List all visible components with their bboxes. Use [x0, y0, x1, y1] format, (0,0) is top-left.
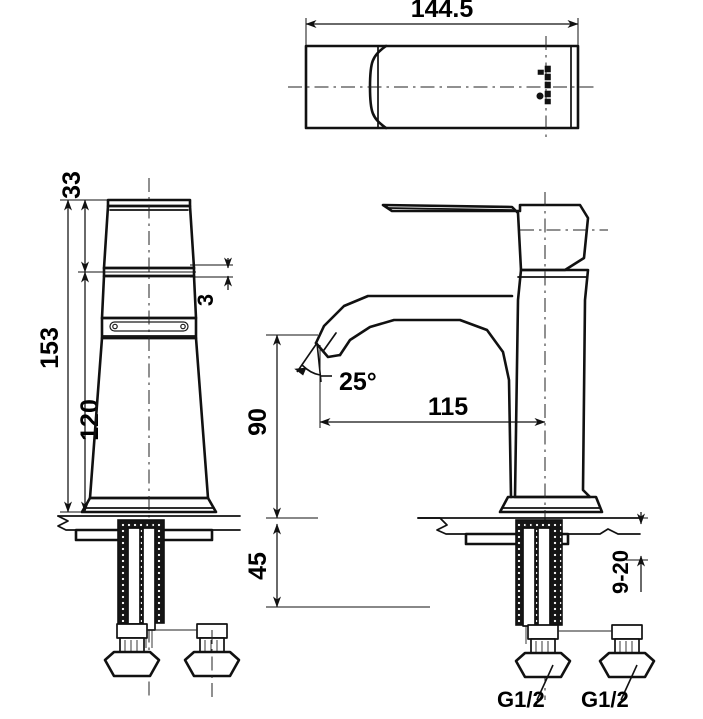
dim-overall-height-text: 153	[36, 327, 64, 369]
dimension-spout-angle: 25°	[294, 342, 377, 396]
front-elevation-view: 33 153 120 3	[36, 171, 241, 700]
dim-spout-offset-text: 3	[193, 294, 218, 306]
side-body-outline	[513, 268, 592, 499]
callout-thread-left-text: G1/2	[497, 687, 545, 712]
side-supply-connector-right	[598, 624, 656, 679]
front-shank-threaded-body	[117, 519, 165, 624]
front-hose-right	[142, 527, 156, 631]
dimension-overall-height: 153	[36, 199, 100, 513]
side-lever-outline	[381, 203, 590, 272]
dimension-spout-height: 90	[244, 334, 318, 519]
side-left-connector-nut	[514, 651, 572, 679]
top-view-body-outline	[304, 44, 580, 130]
callout-thread-right-text: G1/2	[581, 687, 629, 712]
dim-spout-reach-text: 115	[428, 393, 468, 421]
front-left-connector-nut	[103, 650, 161, 678]
dim-body-height-text: 120	[76, 399, 104, 441]
dim-spout-height-text: 90	[244, 408, 272, 436]
dimension-below-deck: 45	[244, 523, 430, 608]
front-deck-washer	[74, 528, 214, 542]
dim-handle-height-text: 33	[58, 171, 86, 199]
dimension-body-height: 120	[76, 271, 104, 513]
side-right-connector-nut	[598, 651, 656, 679]
side-spout-upper-profile	[314, 294, 514, 345]
dimension-deck-thickness: 9-20	[608, 512, 648, 594]
side-faucet-body	[498, 268, 604, 514]
side-supply-connector-left	[514, 624, 572, 679]
dim-below-deck-text: 45	[244, 552, 272, 580]
side-spout-lower-profile	[338, 318, 513, 499]
dim-spout-angle-text: 25°	[339, 368, 377, 396]
dim-deck-thickness-text: 9-20	[608, 550, 633, 594]
side-hose-left	[522, 527, 536, 627]
side-base-flange	[498, 495, 604, 514]
side-hose-right	[537, 527, 551, 633]
side-spout-nose-seam	[323, 332, 337, 351]
side-left-connector-collar	[527, 624, 559, 640]
front-mounting-shank	[117, 519, 165, 648]
side-deck-bottom-line	[417, 517, 641, 535]
side-spout	[314, 294, 514, 499]
side-lever-handle	[381, 203, 590, 272]
side-elevation-view: 90 45 115 25° 9-20	[244, 192, 656, 712]
top-view: 144.5	[288, 0, 598, 140]
top-view-index-marks	[536, 65, 551, 105]
dim-overall-length-text: 144.5	[411, 0, 474, 23]
callout-thread-left: G1/2	[497, 664, 554, 712]
front-hose-left	[127, 527, 141, 625]
side-right-connector-collar	[611, 624, 643, 640]
dimension-spout-reach: 115	[319, 345, 546, 428]
callout-thread-right: G1/2	[581, 664, 638, 712]
dimension-spout-offset: 3	[190, 257, 233, 306]
front-supply-connector-left	[103, 623, 161, 678]
dimension-overall-length: 144.5	[305, 0, 579, 46]
front-faucet-body	[80, 198, 218, 514]
side-spout-nose	[314, 341, 342, 359]
front-left-connector-collar	[116, 623, 148, 639]
